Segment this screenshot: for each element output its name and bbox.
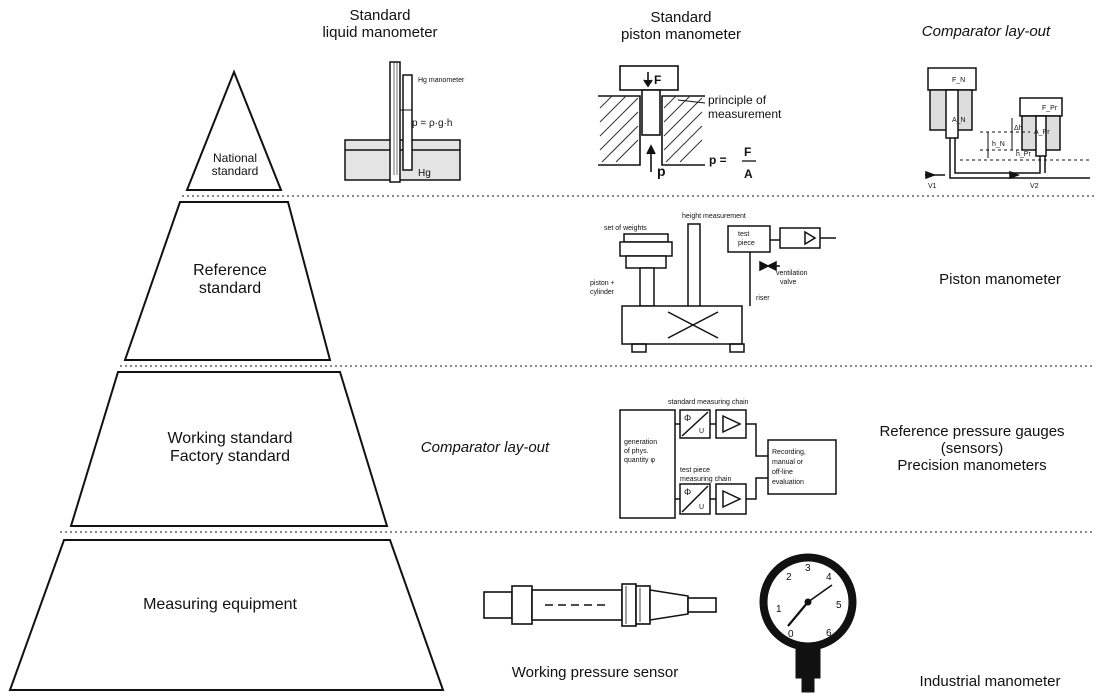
recording-label-1: Recording, [772, 449, 806, 456]
hg-manometer-label: Hg manometer [418, 77, 465, 84]
dial-number-3: 3 [805, 563, 811, 574]
delta-h-label: Δh [1014, 125, 1023, 132]
pyramid-tier-working [69, 371, 389, 527]
pyramid-tier-equipment [8, 539, 445, 691]
pyramid-tier-national [185, 69, 283, 191]
standard-chain-label: standard measuring chain [668, 399, 749, 406]
piston-title-line1: Standard [650, 9, 712, 26]
hg-label: Hg [418, 168, 431, 179]
u-label-test: U [699, 504, 704, 511]
piston-title-line2: piston manometer [620, 25, 742, 43]
dial-number-4: 4 [826, 572, 832, 583]
dial-number-0: 0 [788, 629, 794, 640]
tier-reference-label: Reference standard [160, 262, 300, 298]
tier-working-line2: Factory standard [169, 447, 291, 465]
comparator-title: Comparator lay-out [921, 23, 1051, 40]
reference-gauges-line2: (sensors) [940, 439, 1004, 457]
tier-national-line2: standard [211, 164, 259, 179]
principle-line1: principle of [708, 93, 767, 107]
test-chain-label-1: test piece [680, 467, 710, 474]
piston-schematic-drawing [619, 223, 836, 353]
test-chain-label-2: measuring chain [680, 476, 731, 483]
tier-national-line1: National [212, 151, 258, 165]
recording-label-3: off-line [772, 469, 793, 476]
weights-label: set of weights [604, 225, 647, 232]
piston-manometer-drawing [598, 65, 756, 172]
u-label: U [699, 428, 704, 435]
reference-gauges-caption: Reference pressure gauges (sensors) Prec… [850, 423, 1094, 474]
principle-line2: measurement [708, 107, 782, 121]
test-piece-label-1: test [738, 231, 749, 238]
reference-gauges-line3: Precision manometers [897, 456, 1047, 474]
riser-label: riser [756, 295, 770, 302]
apr-label: A_Pr [1034, 129, 1050, 136]
tier-working-label: Working standard Factory standard [120, 430, 340, 466]
pyramid-tier-reference [123, 201, 332, 361]
phi-label: Φ [684, 413, 691, 423]
measuring-chain-drawing [619, 409, 837, 519]
piston-formula-p: p = [709, 153, 727, 167]
tier-working-line1: Working standard [167, 430, 293, 447]
recording-label-4: evaluation [772, 479, 804, 486]
dial-number-6: 6 [826, 628, 832, 639]
pressure-label: p [657, 163, 666, 179]
valve-v1-label: V1 [928, 183, 937, 190]
pressure-sensor-drawing [483, 583, 717, 627]
generation-label-3: quantity φ [624, 457, 655, 464]
tier-national-label: National standard [199, 151, 271, 179]
fpr-label: F_Pr [1042, 105, 1058, 112]
piston-manometer-title: Standard piston manometer [606, 9, 756, 44]
tier-reference-line1: Reference [193, 262, 267, 279]
working-sensor-caption: Working pressure sensor [511, 664, 679, 681]
force-label: F [654, 73, 661, 87]
generation-label-1: generation [624, 439, 657, 446]
generation-label-2: of phys. [624, 448, 649, 455]
dial-number-2: 2 [786, 572, 792, 583]
an-label: A_N [952, 117, 966, 124]
comparator-drawing [925, 67, 1090, 180]
industrial-manometer-caption: Industrial manometer [919, 673, 1061, 690]
valve-v2-label: V2 [1030, 183, 1039, 190]
hpr-label: h_Pr [1016, 151, 1031, 158]
liquid-title-line2: liquid manometer [322, 23, 438, 41]
dial-number-5: 5 [836, 600, 842, 611]
reference-gauges-line1: Reference pressure gauges [879, 423, 1065, 440]
comparator-layout-caption: Comparator lay-out [420, 439, 550, 456]
piston-cylinder-label-2: cylinder [590, 289, 615, 296]
fn-label: F_N [952, 77, 965, 84]
liquid-manometer-drawing [344, 61, 461, 183]
recording-label-2: manual or [772, 459, 804, 466]
piston-formula-denominator: A [744, 167, 753, 181]
liquid-manometer-title: Standard liquid manometer [310, 7, 450, 42]
height-measurement-label: height measurement [682, 213, 746, 220]
liquid-title-line1: Standard [349, 7, 411, 24]
phi-label-test: Φ [684, 487, 691, 497]
test-piece-label-2: piece [738, 240, 755, 247]
ventilation-label-2: valve [780, 279, 796, 286]
hn-label: h_N [992, 141, 1005, 148]
manometer-gauge-drawing [759, 553, 857, 693]
tier-equipment-label: Measuring equipment [143, 596, 297, 613]
piston-cylinder-label-1: piston + [590, 280, 615, 287]
dial-number-1: 1 [776, 604, 782, 615]
piston-formula-numerator: F [744, 145, 751, 159]
ventilation-label-1: ventilation [776, 270, 808, 277]
piston-manometer-caption: Piston manometer [939, 271, 1061, 288]
tier-reference-line2: standard [198, 279, 262, 297]
hydrostatic-formula: p = ρ·g·h [412, 118, 452, 129]
